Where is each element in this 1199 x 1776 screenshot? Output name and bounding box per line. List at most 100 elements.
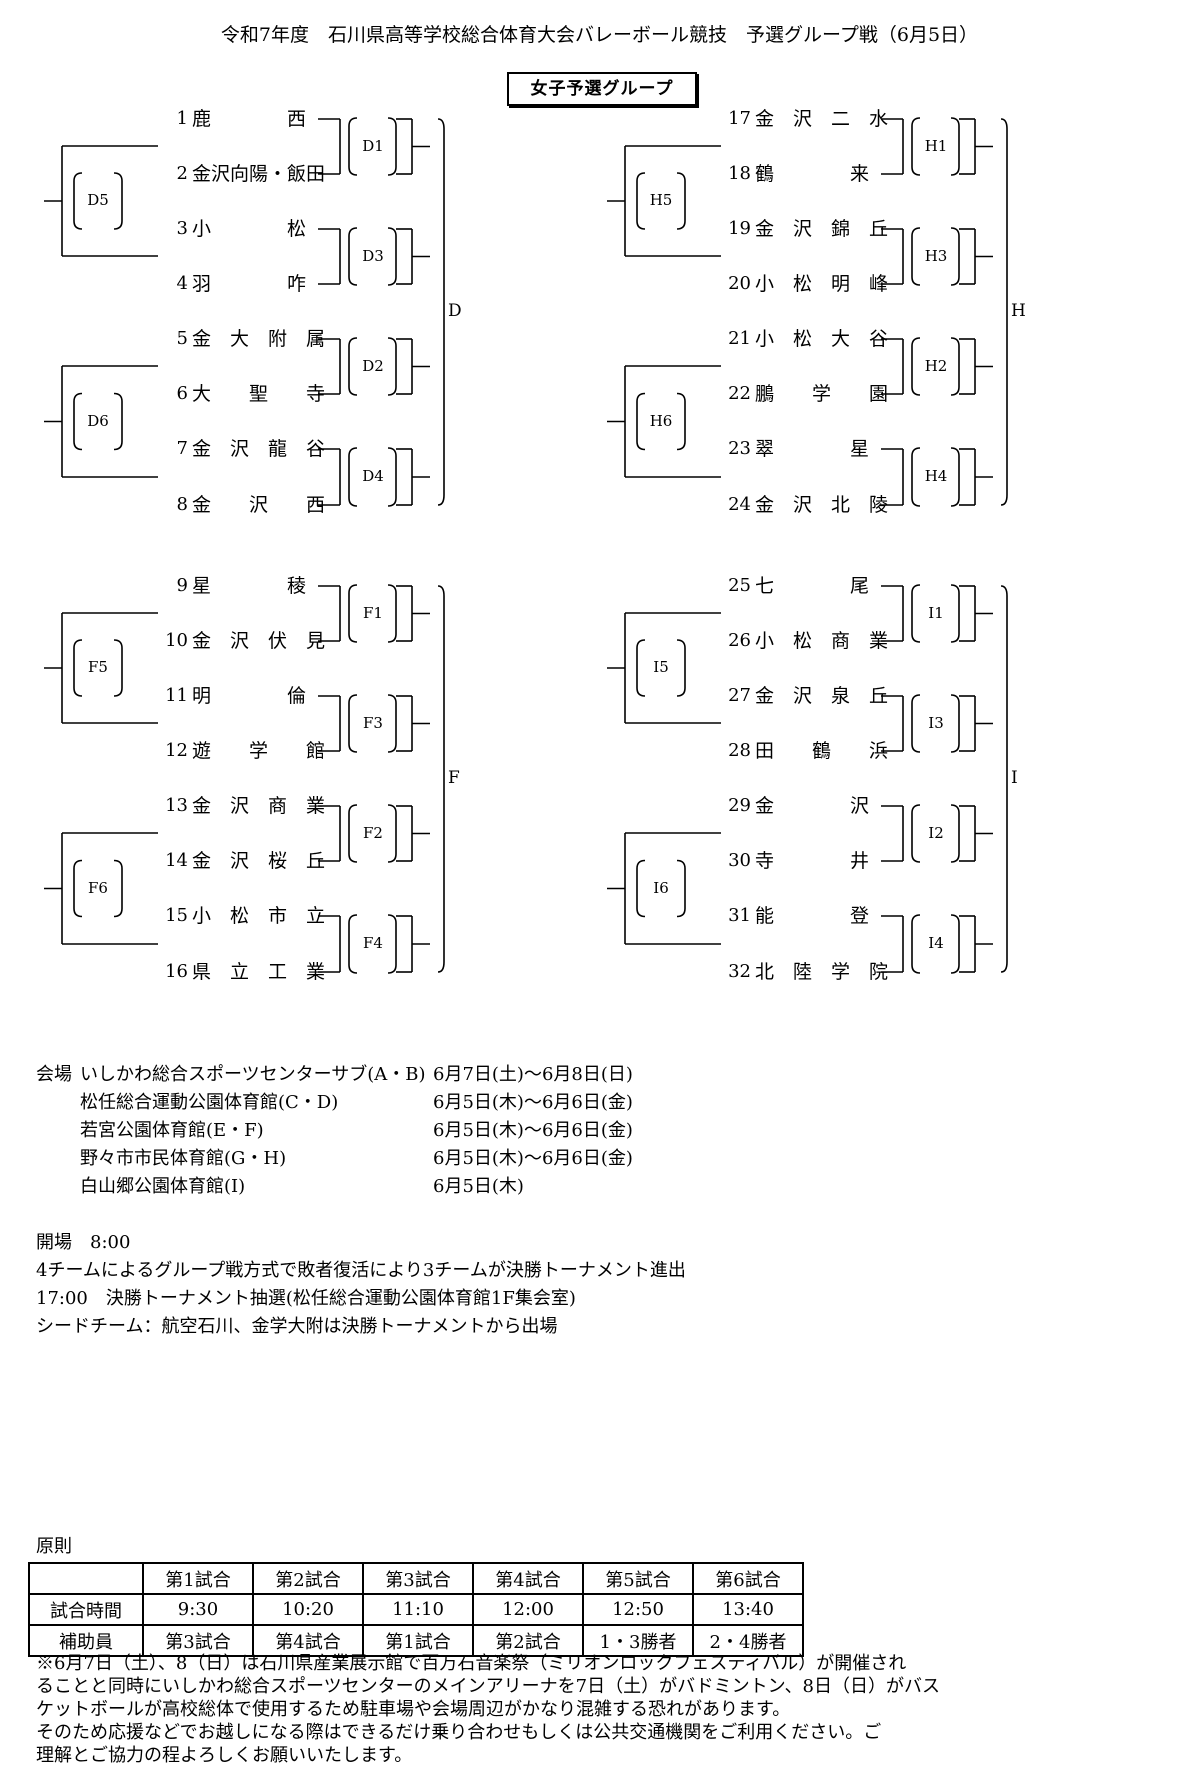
team-name: 金 沢: [755, 795, 870, 817]
match-box-left: [911, 117, 921, 176]
team-name: 県 立 工 業: [192, 961, 326, 983]
table-cell: 第2試合: [472, 1624, 584, 1657]
match-box-right: [950, 227, 960, 286]
match-box-right: [113, 392, 123, 451]
venue-date: 6月5日(木)～6月6日(金): [433, 1148, 633, 1169]
team-name: 金 沢 西: [192, 494, 326, 516]
venue-date: 6月5日(木)～6月6日(金): [433, 1120, 633, 1141]
team-name: 大 聖 寺: [192, 383, 326, 405]
match-box-right: [387, 337, 397, 396]
match-label: H1: [924, 136, 948, 155]
match-box-right: [387, 227, 397, 286]
match-box-right: [113, 172, 123, 230]
info-line: シードチーム：航空石川、金学大附は決勝トーナメントから出場: [36, 1316, 558, 1337]
match-box-left: [73, 392, 83, 451]
group-bracket: [437, 585, 445, 973]
table-cell: 第4試合: [252, 1624, 364, 1657]
match-box-right: [950, 914, 960, 974]
team-number: 7: [176, 438, 188, 459]
team-number: 4: [176, 273, 188, 294]
team-number: 17: [728, 108, 751, 129]
team-name: 鹿 西: [192, 108, 307, 130]
team-name: 小 松 商 業: [755, 630, 889, 652]
team-number: 1: [176, 108, 188, 129]
table-row: 第1試合 第2試合 第3試合 第4試合 第5試合 第6試合: [28, 1562, 804, 1595]
match-box-right: [950, 117, 960, 176]
table-cell: 第6試合: [692, 1562, 804, 1595]
info-line: 17:00 決勝トーナメント抽選(松任総合運動公園体育館1F集会室): [36, 1288, 576, 1309]
match-label: F1: [363, 603, 383, 622]
team-number: 26: [728, 630, 751, 651]
match-box-right: [950, 804, 960, 863]
venue-name: いしかわ総合スポーツセンターサブ(A・B): [80, 1064, 426, 1085]
match-label: D1: [362, 136, 384, 155]
match-box-right: [387, 914, 397, 974]
match-box-left: [348, 337, 358, 396]
team-name: 金 沢 伏 見: [192, 630, 326, 652]
table-cell: 補助員: [28, 1624, 144, 1657]
team-name: 遊 学 館: [192, 740, 326, 762]
team-number: 8: [176, 494, 188, 515]
team-number: 22: [728, 383, 751, 404]
match-box-left: [348, 227, 358, 286]
bracket-lines: [44, 117, 1008, 974]
match-box-left: [911, 914, 921, 974]
team-name: 寺 井: [755, 850, 870, 872]
team-number: 25: [728, 575, 751, 596]
match-box-right: [387, 447, 397, 507]
team-name: 鶴 来: [755, 163, 870, 185]
team-number: 21: [728, 328, 751, 349]
table-cell: 12:50: [582, 1593, 694, 1626]
team-number: 15: [165, 905, 188, 926]
match-box-right: [950, 584, 960, 643]
venue-date: 6月5日(木): [433, 1176, 524, 1197]
table-cell: 第4試合: [472, 1562, 584, 1595]
match-label: F3: [363, 713, 383, 732]
team-name: 鵬 学 園: [755, 383, 889, 405]
team-name: 小 松 市 立: [192, 905, 326, 927]
team-name: 金 沢 泉 丘: [755, 685, 889, 707]
table-cell: 11:10: [362, 1593, 474, 1626]
match-box-left: [348, 804, 358, 863]
team-number: 31: [728, 905, 751, 926]
note-line: ることと同時にいしかわ総合スポーツセンターのメインアリーナを7日（土）がバドミン…: [36, 1676, 940, 1697]
match-box-right: [950, 337, 960, 396]
table-cell: 13:40: [692, 1593, 804, 1626]
group-bracket: [437, 118, 445, 506]
note-line: 理解とご協力の程よろしくお願いいたします。: [36, 1745, 413, 1766]
team-name: 星 稜: [192, 575, 307, 597]
table-cell: 10:20: [252, 1593, 364, 1626]
match-box-right: [676, 639, 686, 697]
team-number: 5: [176, 328, 188, 349]
team-number: 27: [728, 685, 751, 706]
match-label: D3: [362, 246, 384, 265]
match-label: F6: [88, 878, 108, 897]
match-box-left: [636, 392, 646, 451]
table-cell: 第1試合: [362, 1624, 474, 1657]
team-number: 3: [176, 218, 188, 239]
match-label: I3: [928, 713, 944, 732]
venue-date: 6月5日(木)～6月6日(金): [433, 1092, 633, 1113]
match-label: D5: [87, 191, 109, 209]
match-label: D4: [362, 467, 384, 485]
match-box-right: [676, 859, 686, 918]
match-label: F2: [363, 823, 383, 842]
note-line: ケットボールが高校総体で使用するため駐車場や会場周辺がかなり混雑する恐れがありま…: [36, 1699, 791, 1720]
match-label: H5: [649, 191, 673, 209]
match-label: H2: [924, 356, 948, 375]
match-box-left: [636, 859, 646, 918]
table-row: 補助員 第3試合 第4試合 第1試合 第2試合 1・3勝者 2・4勝者: [28, 1624, 804, 1657]
match-box-right: [387, 694, 397, 753]
table-cell: [28, 1562, 144, 1595]
venue-name: 松任総合運動公園体育館(C・D): [80, 1092, 339, 1113]
team-name: 金 大 附 属: [192, 328, 326, 350]
table-cell: 12:00: [472, 1593, 584, 1626]
match-box-left: [636, 639, 646, 697]
match-label: H4: [924, 467, 948, 485]
match-label: D6: [87, 411, 109, 430]
team-name: 小 松 明 峰: [755, 273, 889, 295]
table-cell: 第1試合: [142, 1562, 254, 1595]
match-label: I2: [928, 823, 944, 842]
team-name: 明 倫: [192, 685, 307, 707]
match-box-left: [911, 447, 921, 507]
